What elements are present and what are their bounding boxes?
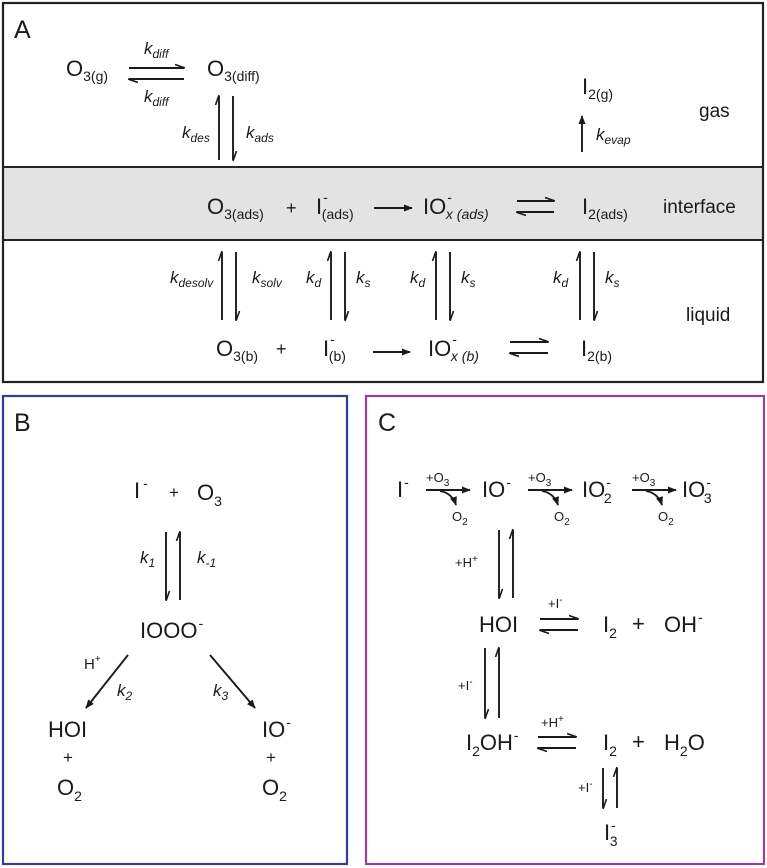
rate-k-d-i2: kd — [553, 268, 569, 290]
panel-a: A gas interface liquid O3(g) O3(diff) I2… — [1, 1, 765, 384]
panel-a-border — [1, 1, 765, 384]
species-i2-ads: I2(ads) — [582, 194, 628, 222]
species-io3: IO-3 — [682, 474, 712, 506]
phase-label-interface: interface — [663, 197, 736, 218]
species-o3-bulk: O3(b) — [216, 336, 258, 364]
plus-sign: + — [286, 198, 297, 218]
plus-sign-lower: + — [632, 729, 645, 754]
plus-sign-left: + — [63, 748, 73, 767]
species-i2-bulk: I2(b) — [581, 336, 612, 364]
label-add-i-3: +I- — [578, 779, 593, 795]
arrow-to-hoi — [85, 654, 129, 709]
rate-k1: k1 — [140, 548, 155, 570]
label-o2-1: O2 — [452, 509, 468, 528]
arrow-o2-release-1 — [439, 490, 457, 506]
label-add-o3-1: +O3 — [426, 470, 450, 489]
panel-b-letter: B — [14, 409, 31, 437]
species-i2-gas: I2(g) — [582, 74, 613, 102]
species-iodide: I- — [134, 475, 148, 503]
plus-sign: + — [169, 483, 179, 502]
species-i2: I2 — [603, 612, 617, 641]
label-o2-3: O2 — [658, 509, 674, 528]
rate-k-evap: kevap — [596, 125, 631, 147]
species-o2-right: O2 — [262, 775, 287, 804]
arrow-to-io — [209, 654, 256, 709]
species-i2oh: I2OH- — [466, 727, 519, 759]
rate-k2: k2 — [117, 681, 133, 703]
rate-k-ads: kads — [246, 123, 274, 145]
species-iodide-ads: I-(ads) — [316, 189, 354, 222]
panel-b: B I- + O3 k1 k-1 IOOO- H+ k2 k3 HOI + O2… — [1, 394, 349, 866]
label-add-h-1: +H+ — [455, 554, 478, 570]
species-h2o: H2O — [664, 730, 705, 759]
label-add-i-2: +I- — [458, 677, 473, 693]
species-iodide-bulk: I-(b) — [323, 331, 346, 364]
phase-label-gas: gas — [699, 101, 730, 122]
species-iox-bulk: IO-x (b) — [428, 331, 479, 364]
species-hoi: HOI — [48, 717, 87, 742]
panel-c-border — [364, 394, 766, 866]
rate-k-desolv: kdesolv — [170, 268, 214, 290]
rate-k-s-iodide: ks — [356, 268, 371, 290]
arrow-o2-release-3 — [645, 490, 663, 506]
rate-k-s-i2: ks — [605, 268, 620, 290]
species-o2-left: O2 — [57, 775, 82, 804]
species-io: IO- — [482, 474, 511, 502]
label-add-h-2: +H+ — [541, 714, 564, 730]
rate-k-d-iox: kd — [410, 268, 426, 290]
label-add-o3-3: +O3 — [632, 470, 656, 489]
species-i3: I-3 — [604, 817, 618, 849]
rate-k-minus1: k-1 — [197, 548, 216, 570]
rate-k-d-iodide: kd — [306, 268, 322, 290]
species-i2-lower: I2 — [603, 730, 617, 759]
species-o3-ads: O3(ads) — [207, 194, 264, 222]
species-oh: OH- — [664, 609, 703, 637]
species-iooo: IOOO- — [140, 615, 203, 643]
species-o3-gas: O3(g) — [66, 56, 108, 84]
panel-b-border — [1, 394, 349, 866]
species-io2: IO-2 — [582, 474, 612, 506]
species-iodide: I- — [397, 474, 409, 502]
plus-sign: + — [632, 611, 645, 636]
plus-sign-bulk: + — [276, 339, 287, 359]
rate-k-des: kdes — [182, 123, 210, 145]
phase-label-liquid: liquid — [686, 305, 730, 326]
label-add-o3-2: +O3 — [528, 470, 552, 489]
panel-a-letter: A — [14, 16, 31, 44]
species-hoi: HOI — [479, 612, 518, 637]
interface-band — [3, 167, 763, 240]
species-iox-ads: IO-x (ads) — [423, 189, 489, 222]
species-o3: O3 — [197, 480, 222, 509]
label-add-i-1: +I- — [548, 595, 563, 611]
rate-k-diff-reverse: kdiff — [144, 87, 170, 109]
label-o2-2: O2 — [554, 509, 570, 528]
species-io: IO- — [262, 714, 291, 742]
species-o3-diff: O3(diff) — [207, 56, 260, 84]
rate-k3: k3 — [213, 681, 229, 703]
panel-c-letter: C — [378, 409, 396, 437]
h-plus-label: H+ — [84, 654, 101, 673]
arrow-o2-release-2 — [541, 490, 559, 506]
rate-k-diff-forward: kdiff — [144, 39, 170, 61]
panel-c: C I- +O3 O2 IO- +O3 O2 IO-2 +O3 O2 IO-3 … — [364, 394, 766, 866]
rate-k-s-iox: ks — [461, 268, 476, 290]
rate-k-solv: ksolv — [252, 268, 283, 290]
plus-sign-right: + — [266, 748, 276, 767]
